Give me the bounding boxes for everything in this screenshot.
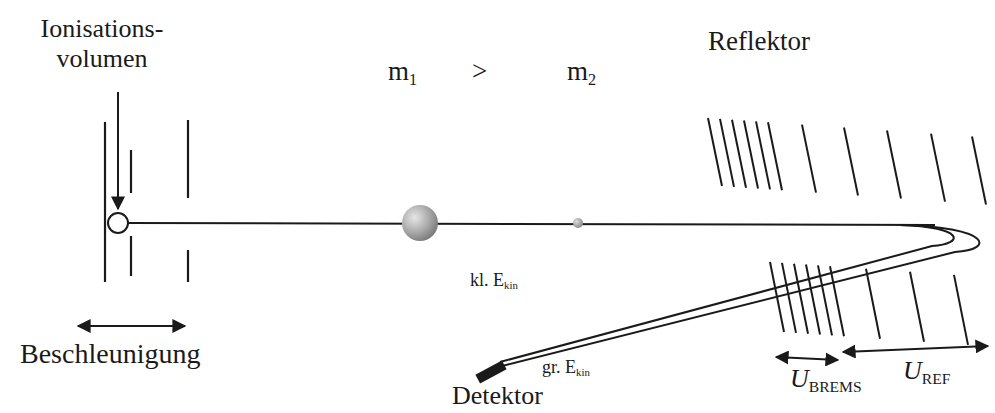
subscript: kin bbox=[576, 366, 590, 378]
reflector-electrode bbox=[844, 128, 858, 196]
part-label: Reflektor bbox=[708, 26, 810, 57]
reflector-electrode bbox=[770, 262, 784, 332]
reflector-electrode bbox=[802, 125, 816, 193]
reflector-electrode bbox=[782, 263, 796, 333]
reflector-electrode bbox=[818, 265, 832, 335]
symbol: m bbox=[388, 56, 409, 86]
ionisation-volume bbox=[108, 213, 128, 233]
reflector-electrode bbox=[732, 120, 746, 188]
dimension-arrow bbox=[776, 357, 838, 360]
dimension-arrow bbox=[78, 325, 185, 327]
subscript: 2 bbox=[588, 71, 596, 89]
reflector-electrode bbox=[708, 118, 722, 186]
subscript: 1 bbox=[409, 71, 417, 89]
reflector-electrode bbox=[756, 121, 770, 189]
reflector-electrode bbox=[830, 266, 844, 336]
grid-electrode bbox=[187, 120, 189, 198]
ion-trajectory-high-energy bbox=[502, 225, 979, 366]
symbol: gr. E bbox=[542, 357, 576, 377]
detector-plate bbox=[475, 361, 506, 384]
dimension-label: Beschleunigung bbox=[20, 338, 200, 370]
energy-label: gr. Ekin bbox=[542, 357, 590, 379]
subscript: REF bbox=[922, 370, 951, 387]
ion-trajectory-low-energy bbox=[500, 225, 954, 362]
subscript: BREMS bbox=[809, 378, 862, 395]
dimension-arrow bbox=[843, 346, 988, 352]
reflector-electrode bbox=[866, 269, 880, 339]
subscript: kin bbox=[504, 279, 518, 291]
reflector-electrode bbox=[720, 119, 734, 187]
pointer-arrow bbox=[117, 92, 119, 209]
reflector-electrode bbox=[931, 134, 945, 202]
symbol: m bbox=[567, 56, 588, 86]
reflector-electrode bbox=[910, 272, 924, 342]
ion-beam bbox=[128, 223, 935, 225]
voltage-label: UBREMS bbox=[790, 364, 862, 396]
part-label: Detektor bbox=[452, 381, 543, 411]
light-ion bbox=[573, 218, 583, 228]
mass-label: m2 bbox=[567, 56, 596, 89]
reflector-lower bbox=[770, 262, 968, 345]
reflector-electrode bbox=[744, 121, 758, 189]
reflector-electrode bbox=[768, 122, 782, 190]
part-label: Ionisations- volumen bbox=[12, 14, 192, 74]
symbol: kl. E bbox=[470, 270, 504, 290]
reflector-electrode bbox=[972, 136, 986, 204]
repeller-plate bbox=[104, 122, 106, 282]
symbol: U bbox=[790, 364, 809, 393]
symbol: U bbox=[903, 356, 922, 385]
reflector-upper bbox=[708, 118, 986, 204]
voltage-label: UREF bbox=[903, 356, 950, 388]
heavy-ion bbox=[402, 205, 438, 241]
grid-electrode bbox=[130, 236, 132, 276]
grid-electrode bbox=[187, 250, 189, 282]
reflector-electrode bbox=[794, 264, 808, 334]
reflector-electrode bbox=[954, 275, 968, 345]
reflector-electrode bbox=[806, 265, 820, 335]
grid-electrode bbox=[130, 150, 132, 193]
relation-symbol: > bbox=[472, 56, 487, 87]
mass-label: m1 bbox=[388, 56, 417, 89]
reflector-electrode bbox=[887, 131, 901, 199]
energy-label: kl. Ekin bbox=[470, 270, 518, 292]
